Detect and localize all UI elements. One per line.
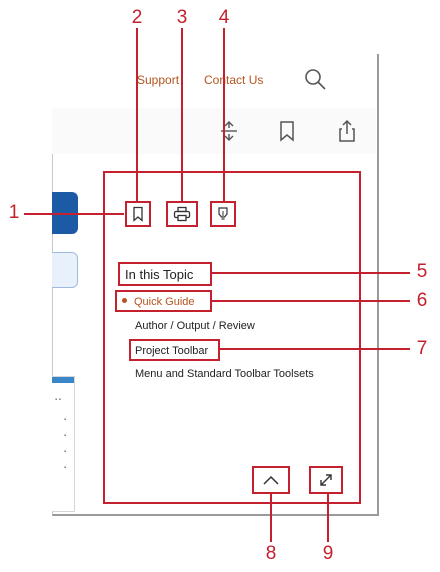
active-bullet-icon [122,298,127,303]
expand-panel-button[interactable] [309,466,343,494]
callout-number-3: 3 [176,7,188,28]
callout-number-4: 4 [218,7,230,28]
callout-number-2: 2 [131,7,143,28]
callout-line-5 [212,272,410,274]
callout-number-9: 9 [322,543,334,564]
callout-number-5: 5 [416,261,428,282]
bookmark-button[interactable] [125,201,151,227]
expand-diagonal-icon [320,474,332,486]
scroll-to-top-button[interactable] [252,466,290,494]
expand-vertical-icon[interactable] [219,120,239,142]
callout-line-1 [24,213,124,215]
callout-line-3 [181,28,183,202]
in-this-topic-box: In this Topic [118,262,212,286]
lightbulb-icon [218,207,228,220]
tips-button[interactable] [210,201,236,227]
callout-line-2 [136,28,138,202]
secondary-toolbar [52,108,376,154]
toc-item-quick-guide[interactable]: Quick Guide [134,296,195,308]
thumbnail-glyph: ▪ ▪ [55,397,61,403]
toc-item-active-box[interactable]: Quick Guide [115,290,212,312]
callout-line-9 [327,494,329,542]
thumbnail-glyph: ▪ [64,417,67,423]
callout-line-6 [212,300,410,302]
toc-item-author-output-review[interactable]: Author / Output / Review [135,320,255,332]
toc-item-project-toolbar-box[interactable]: Project Toolbar [129,339,220,361]
support-link[interactable]: Support [137,73,180,87]
bookmark-icon [133,206,143,222]
top-header [52,54,376,109]
callout-line-4 [223,28,225,202]
toc-item-menu-standard-toolbar[interactable]: Menu and Standard Toolbar Toolsets [135,368,314,380]
thumbnail-titlebar [52,377,74,383]
share-icon[interactable] [337,119,357,143]
contact-us-link[interactable]: Contact Us [204,73,264,87]
toc-item-project-toolbar[interactable]: Project Toolbar [135,345,209,357]
print-icon [173,206,191,222]
thumbnail-glyph: ▪ [64,449,67,455]
callout-number-7: 7 [416,338,428,359]
search-icon[interactable] [303,67,327,91]
app-thumbnail: ▪ ▪ ▪ ▪ ▪ ▪ [52,376,75,512]
collapsed-light-tab[interactable] [52,252,78,288]
bookmark-icon[interactable] [279,120,295,142]
callout-line-7 [220,348,410,350]
callout-number-8: 8 [265,543,277,564]
thumbnail-glyph: ▪ [64,433,67,439]
section-title: In this Topic [125,267,194,282]
thumbnail-glyph: ▪ [64,465,67,471]
chevron-up-icon [263,475,279,485]
callout-line-8 [270,494,272,542]
print-button[interactable] [166,201,198,227]
callout-number-6: 6 [416,290,428,311]
callout-number-1: 1 [8,202,20,223]
